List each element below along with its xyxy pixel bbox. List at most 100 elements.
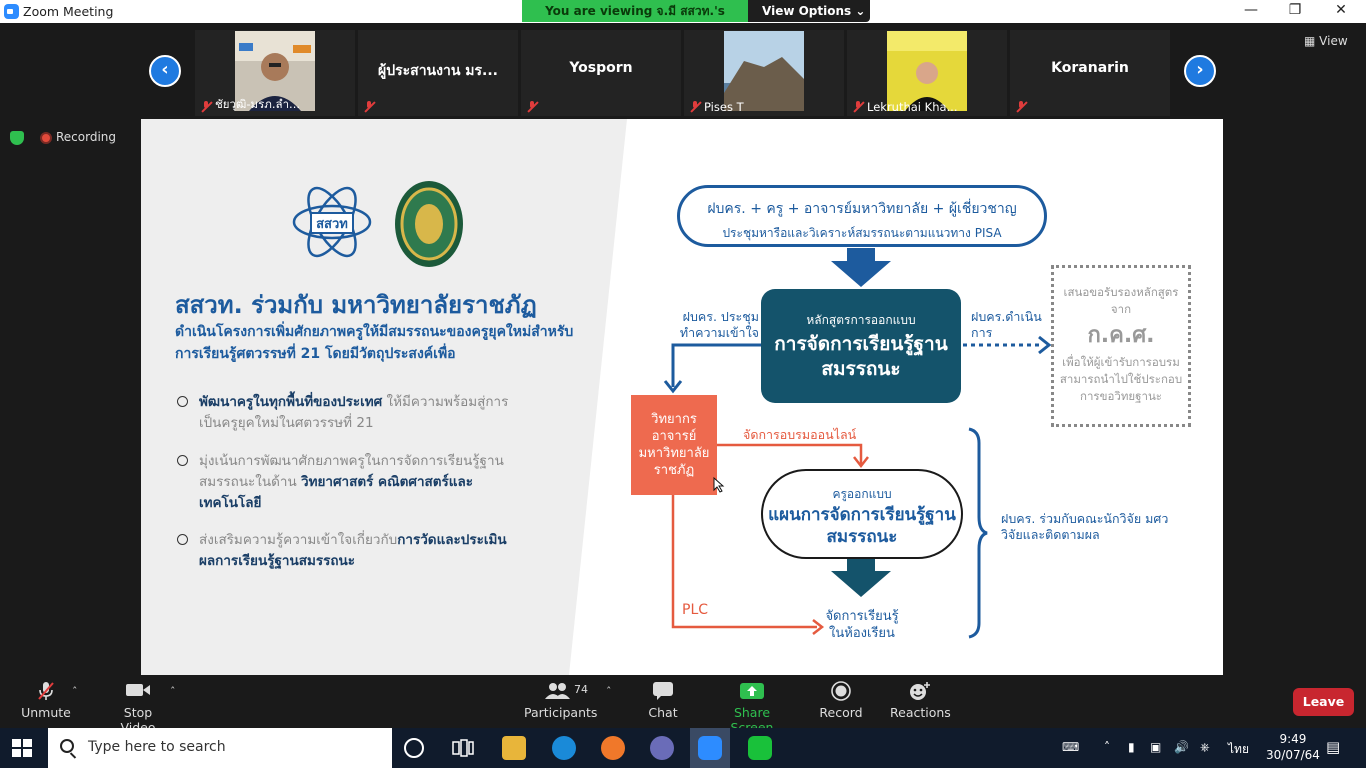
language-indicator[interactable]: ไทย	[1228, 742, 1249, 756]
participants-options-caret[interactable]: ˆ	[606, 685, 612, 698]
keyboard-icon[interactable]: ⌨	[1062, 740, 1080, 754]
accreditation-line2: เพื่อให้ผู้เข้ารับการอบรมสามารถนำไปใช้ปร…	[1059, 355, 1183, 403]
battery-icon[interactable]: ▮	[1128, 740, 1135, 754]
taskbar-clock[interactable]: 9:49 30/07/64	[1266, 731, 1320, 763]
windows-start-icon[interactable]	[12, 739, 32, 757]
share-screen-button[interactable]: Share Screen	[712, 681, 792, 735]
chat-label: Chat	[648, 705, 678, 720]
muted-mic-icon	[527, 101, 537, 112]
edge-browser-icon[interactable]	[552, 736, 576, 760]
minimize-button[interactable]: —	[1244, 2, 1258, 18]
participant-tile[interactable]: ชัยวุฒิ-มรภ.ลำ...	[195, 30, 355, 116]
gallery-next-button[interactable]: ›	[1184, 55, 1216, 87]
participant-tile[interactable]: Lekruthai Kha...	[847, 30, 1007, 116]
zoom-taskbar-icon	[698, 736, 722, 760]
leave-button[interactable]: Leave	[1293, 688, 1354, 716]
encryption-shield-icon	[10, 130, 24, 145]
file-explorer-icon[interactable]	[502, 736, 526, 760]
participants-button[interactable]: Participants	[524, 681, 597, 720]
share-screen-icon	[712, 681, 792, 701]
reactions-button[interactable]: Reactions	[890, 681, 951, 720]
research-label: ฝบคร. ร่วมกับคณะนักวิจัย มศว วิจัยและติด…	[1001, 511, 1169, 542]
gallery-prev-button[interactable]: ‹	[149, 55, 181, 87]
view-options-button[interactable]: View Options ⌄	[762, 4, 866, 18]
firefox-icon[interactable]	[601, 736, 625, 760]
curriculum-box-caption: หลักสูตรการออกแบบ	[806, 313, 916, 327]
slide-left-background	[141, 119, 627, 675]
muted-mic-icon	[690, 101, 700, 112]
bullet-circle-icon	[177, 396, 188, 407]
muted-mic-icon	[201, 101, 211, 112]
university-seal-icon	[395, 181, 463, 267]
participant-tile[interactable]: ผู้ประสานงาน มร...	[358, 30, 518, 116]
zoom-logo-icon	[4, 4, 19, 19]
wifi-icon[interactable]: ⎈	[1200, 740, 1210, 754]
participant-name: ชัยวุฒิ-มรภ.ลำ...	[215, 97, 301, 111]
security-icon[interactable]: ▣	[1150, 740, 1162, 754]
grid-icon: ▦	[1304, 34, 1316, 48]
search-placeholder: Type here to search	[88, 739, 226, 755]
mouse-cursor-icon	[713, 477, 725, 493]
video-options-caret[interactable]: ˆ	[170, 685, 176, 698]
line-app-icon[interactable]	[748, 736, 772, 760]
close-button[interactable]: ✕	[1335, 2, 1347, 18]
view-button[interactable]: ▦ View	[1304, 34, 1348, 48]
online-training-label: จัดการอบรมออนไลน์	[743, 427, 857, 442]
viewing-message: You are viewing จ.มี สสวท.'s screen	[522, 0, 748, 40]
app-icon[interactable]	[650, 736, 674, 760]
bullet-text: ให้มีความพร้อมสู่การเป็นครูยุคใหม่ในศตวร…	[199, 394, 509, 431]
video-camera-icon	[106, 681, 170, 701]
curriculum-box: หลักสูตรการออกแบบ การจัดการเรียนรู้ฐานสม…	[761, 289, 961, 403]
accreditation-box: เสนอขอรับรองหลักสูตรจาก ก.ค.ศ. เพื่อให้ผ…	[1051, 265, 1191, 427]
left-flow-label: ฝบคร. ประชุมทำความเข้าใจ	[679, 309, 759, 340]
record-button[interactable]: Record	[818, 681, 864, 720]
participants-count: 74	[574, 683, 588, 696]
taskbar-search-box[interactable]: Type here to search	[48, 728, 392, 768]
muted-mic-icon	[364, 101, 374, 112]
volume-icon[interactable]: 🔊	[1174, 740, 1189, 754]
bullet-bold: พัฒนาครูในทุกพื้นที่ของประเทศ	[199, 394, 383, 410]
lesson-plan-title: แผนการจัดการเรียนรู้ฐานสมรรถนะ	[768, 505, 956, 547]
participant-name: Pises T	[704, 100, 744, 114]
participant-name: ผู้ประสานงาน มร...	[378, 63, 498, 79]
clock-time: 9:49	[1279, 732, 1307, 746]
participant-tile[interactable]: Pises T	[684, 30, 844, 116]
accreditation-line1: เสนอขอรับรองหลักสูตรจาก	[1063, 285, 1179, 316]
plc-label: PLC	[682, 602, 709, 618]
muted-microphone-icon	[20, 681, 72, 701]
restore-button[interactable]: ❐	[1288, 2, 1302, 18]
stop-video-button[interactable]: Stop Video	[106, 681, 170, 735]
recording-dot-icon	[40, 131, 52, 144]
chat-bubble-icon	[640, 681, 686, 701]
participant-tile[interactable]: Koranarin	[1010, 30, 1170, 116]
top-box-line2: ประชุมหารือและวิเคราะห์สมรรถนะตามแนวทาง …	[722, 226, 1002, 240]
windows-taskbar: Type here to search ⌨ ˄ ▮ ▣ 🔊 ⎈ ไทย 9:49…	[0, 728, 1366, 768]
chat-button[interactable]: Chat	[640, 681, 686, 720]
bullet-bold: วิทยาศาสตร์ คณิตศาสตร์และเทคโนโลยี	[199, 474, 474, 511]
participant-video	[724, 31, 804, 111]
unmute-button[interactable]: Unmute	[20, 681, 72, 720]
lecturer-box: วิทยากรอาจารย์มหาวิทยาลัยราชภัฏ	[631, 395, 717, 495]
zoom-taskbar-active[interactable]	[690, 728, 730, 768]
notification-icon[interactable]: ▤	[1326, 738, 1341, 756]
participant-name: Koranarin	[1051, 60, 1129, 76]
tray-expand-icon[interactable]: ˄	[1104, 740, 1110, 754]
task-view-icon[interactable]	[452, 738, 474, 758]
clock-date: 30/07/64	[1266, 748, 1320, 762]
viewing-banner: You are viewing จ.มี สสวท.'s screen View…	[522, 0, 870, 40]
search-icon	[60, 739, 74, 753]
reactions-label: Reactions	[890, 705, 951, 720]
window-title: Zoom Meeting	[23, 4, 114, 19]
bullet-text: ส่งเสริมความรู้ความเข้าใจเกี่ยวกับ	[199, 532, 398, 548]
participant-tile[interactable]: Yosporn	[521, 30, 681, 116]
slide-bullet: ส่งเสริมความรู้ความเข้าใจเกี่ยวกับการวัด…	[177, 530, 517, 572]
participants-icon	[524, 681, 592, 701]
lesson-plan-box: ครูออกแบบ แผนการจัดการเรียนรู้ฐานสมรรถนะ	[761, 469, 963, 559]
cortana-icon[interactable]	[404, 738, 424, 758]
meeting-toolbar: Unmute ˆ Stop Video ˆ Participants 74 ˆ …	[0, 675, 1366, 735]
audio-options-caret[interactable]: ˆ	[72, 685, 78, 698]
shared-screen: สสวท สสวท. ร่วมกับ มหาวิทยาลัยราชภัฏ ดำเ…	[141, 119, 1223, 675]
lesson-plan-caption: ครูออกแบบ	[832, 487, 892, 501]
slide-subtitle: ดำเนินโครงการเพิ่มศักยภาพครูให้มีสมรรถนะ…	[175, 324, 574, 362]
